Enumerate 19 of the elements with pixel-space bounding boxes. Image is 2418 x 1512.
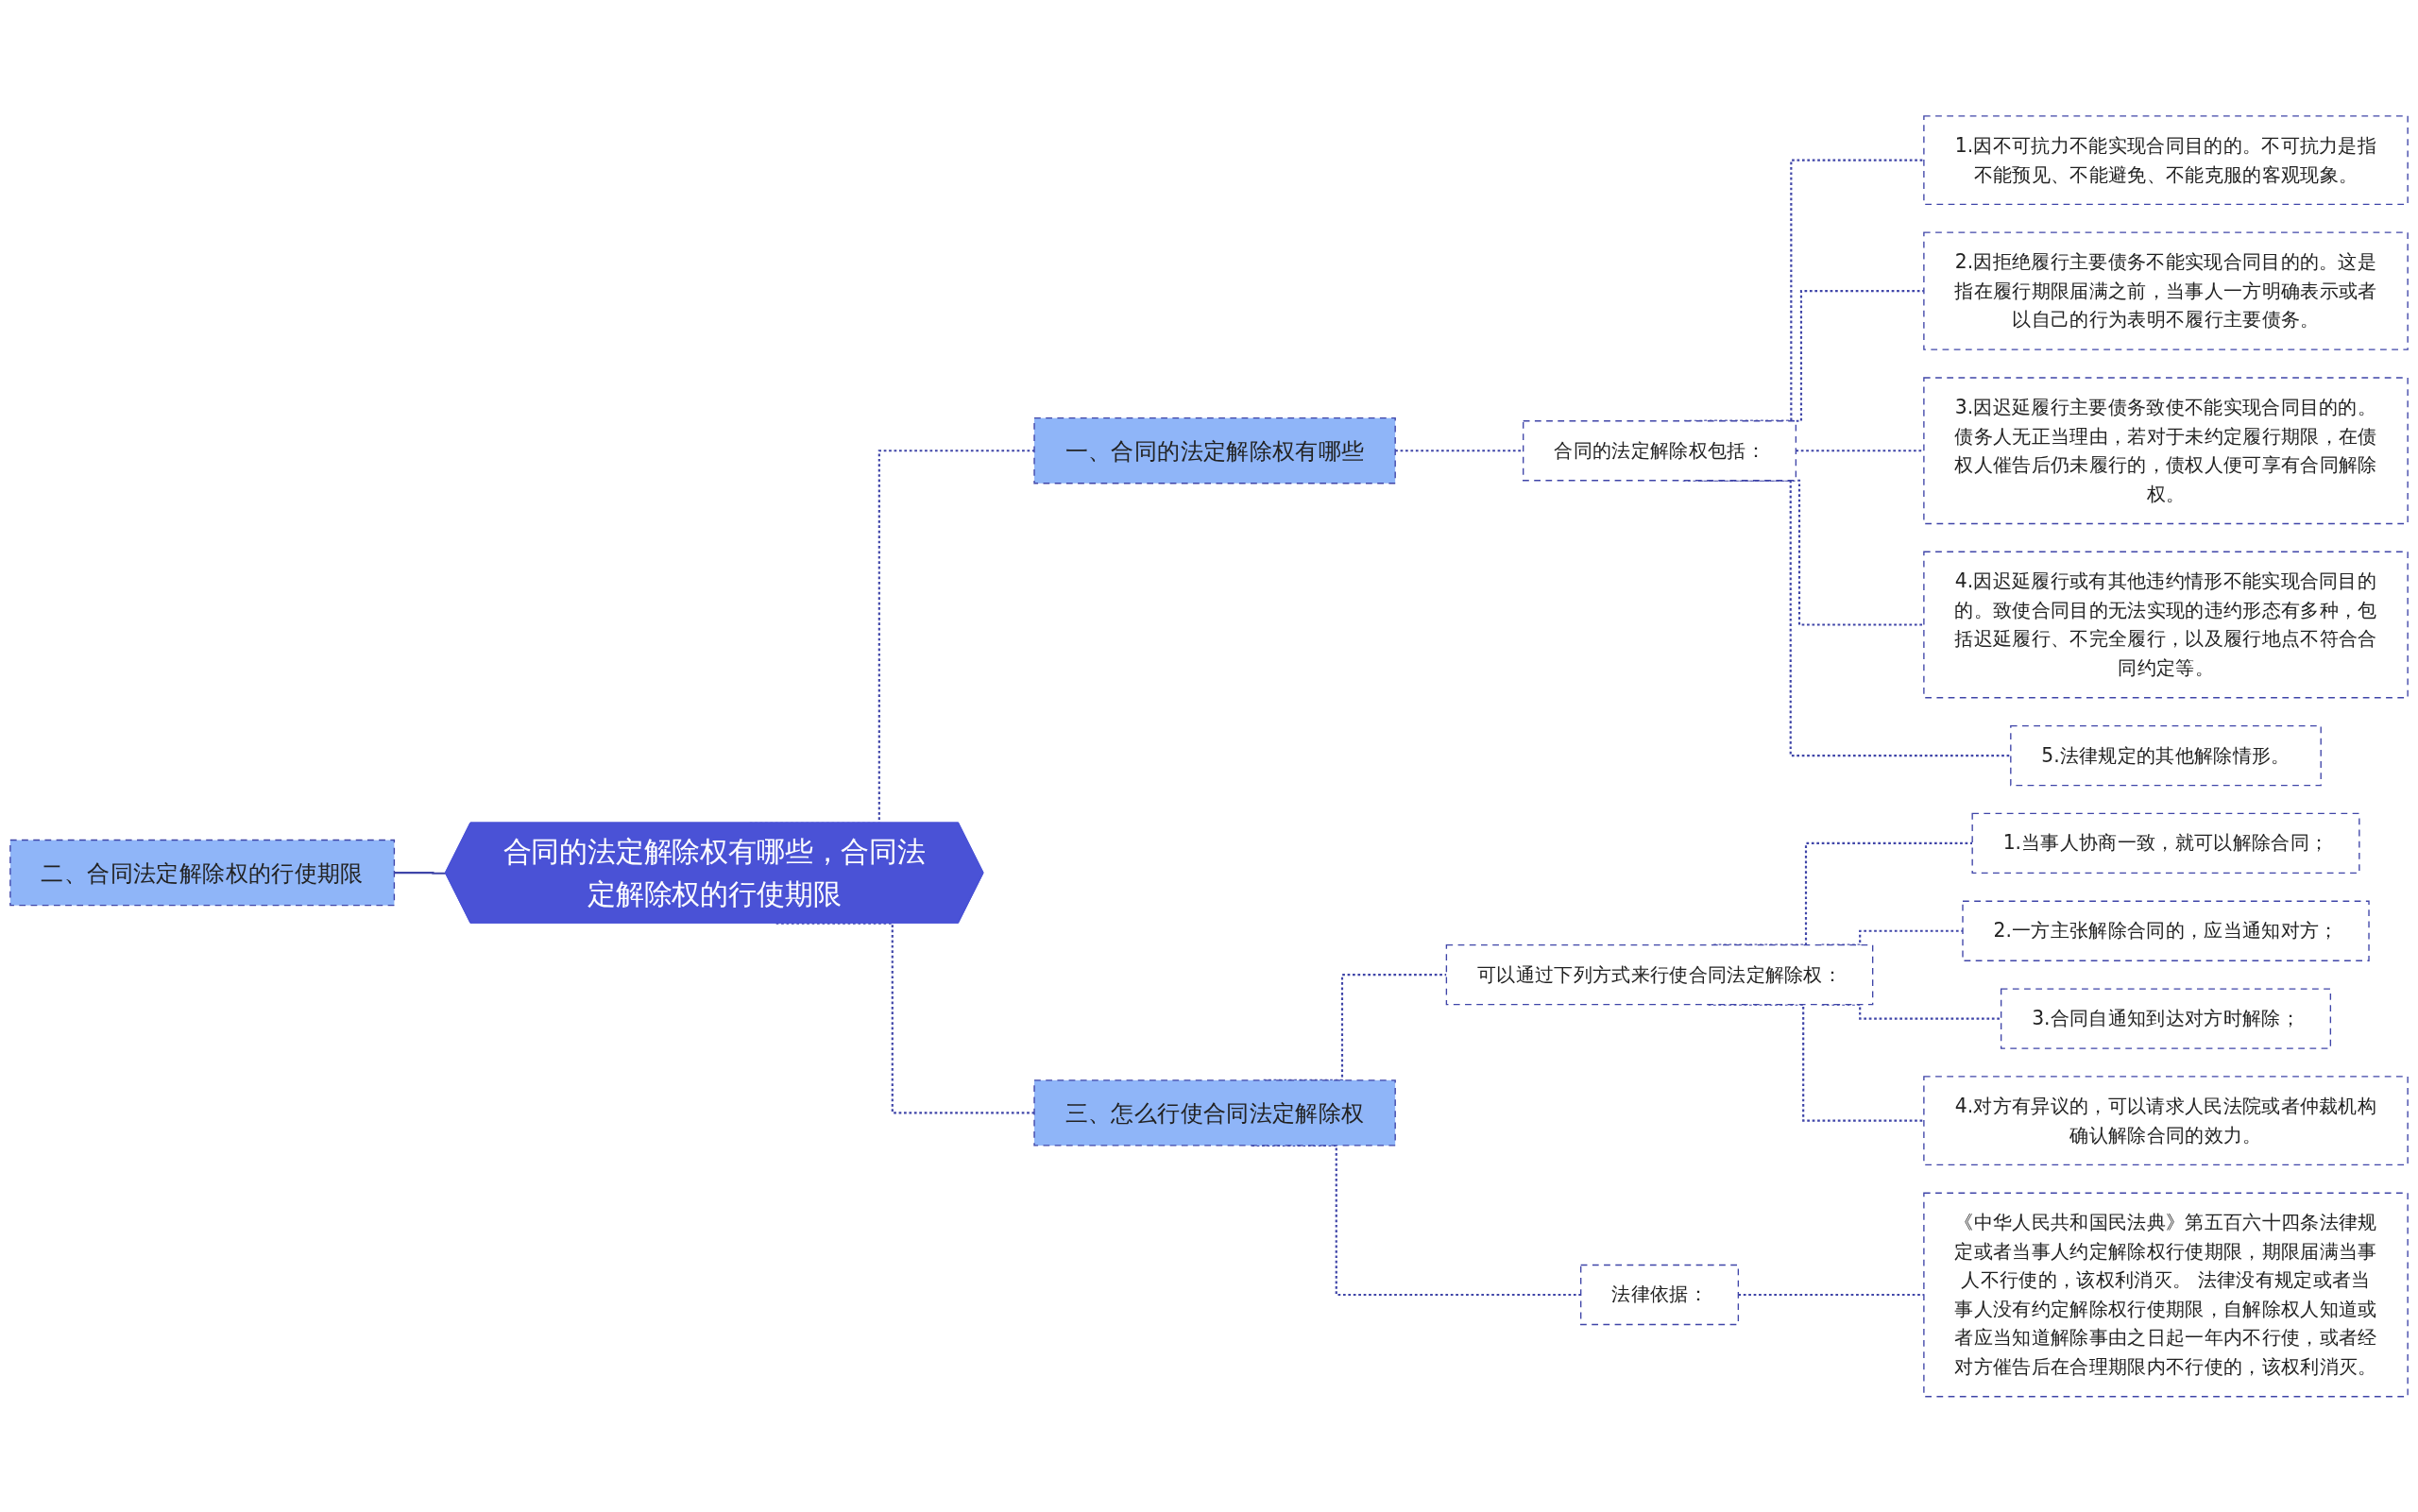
connector [775, 922, 1034, 1114]
node-box: 1.因不可抗力不能实现合同目的的。不可抗力是指不能预见、不能避免、不能克服的客观现象。 [1923, 114, 2409, 205]
node-box: 可以通过下列方式来行使合同法定解除权： [1445, 943, 1874, 1006]
node-box: 三、怎么行使合同法定解除权 [1033, 1079, 1396, 1147]
node-box: 3.合同自通知到达对方时解除； [2001, 988, 2332, 1049]
connector [394, 871, 447, 875]
node-box: 一、合同的法定解除权有哪些 [1033, 416, 1396, 484]
node-box: 合同的法定解除权包括： [1523, 419, 1797, 482]
node-box: 2.因拒绝履行主要债务不能实现合同目的的。这是指在履行期限届满之前，当事人一方明确表示或者以自己的行为表明不履行主要债务。 [1923, 231, 2409, 350]
node-box: 1.当事人协商一致，就可以解除合同； [1971, 812, 2360, 874]
node-box: 2.一方主张解除合同的，应当通知对方； [1962, 900, 2370, 961]
node-box: 4.因迟延履行或有其他违约情形不能实现合同目的的。致使合同目的无法实现的违约形态有多种，包括迟延履行、不完全履行，以及履行地点不符合合同约定等。 [1923, 551, 2409, 699]
node-box: 4.对方有异议的，可以请求人民法院或者仲裁机构确认解除合同的效力。 [1923, 1075, 2409, 1165]
connector [1796, 449, 1924, 452]
node-box: 5.法律规定的其他解除情形。 [2010, 724, 2322, 786]
node-box: 《中华人民共和国民法典》第五百六十四条法律规定或者当事人约定解除权行使期限，期限届满当事人不行使的，该权利消灭。 法律没有规定或者当事人没有约定解除权行使期限，自解除权人知道或者应当知道解除事由之日起一年内不行使，或者经对方催告后在合理期限内不行使的，该权利消灭。 [1923, 1192, 2409, 1398]
node-box: 法律依据： [1580, 1264, 1740, 1325]
node-box: 二、合同法定解除权的行使期限 [9, 839, 396, 907]
node-box: 3.因迟延履行主要债务致使不能实现合同目的的。债务人无正当理由，若对于未约定履行期限，在债权人催告后仍未履行的，债权人便可享有合同解除权。 [1923, 377, 2409, 524]
